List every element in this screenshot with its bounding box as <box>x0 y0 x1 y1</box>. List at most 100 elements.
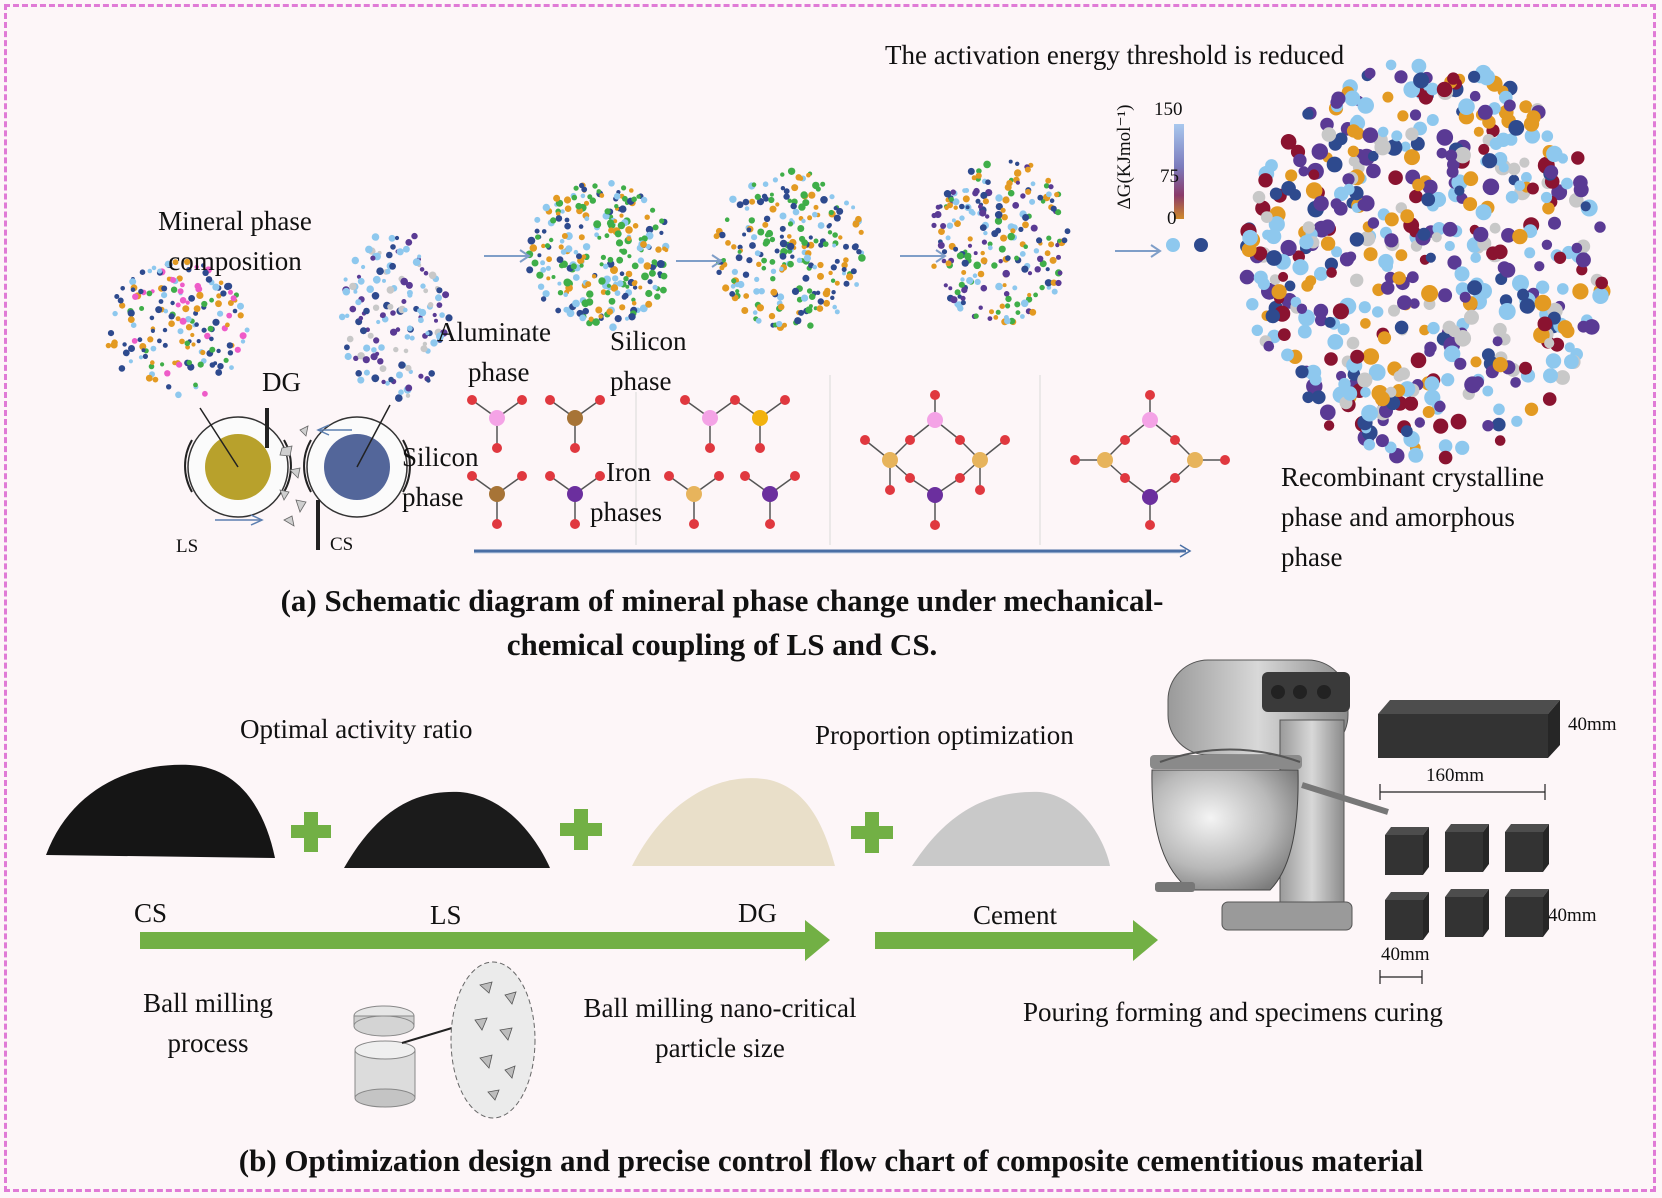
particle <box>344 352 352 361</box>
particle <box>962 195 970 203</box>
particle <box>432 312 437 318</box>
stage2-cluster <box>713 167 866 331</box>
particle <box>1320 236 1336 251</box>
particle <box>358 315 364 321</box>
particle <box>722 284 730 292</box>
particle <box>179 317 187 325</box>
particle <box>716 269 722 275</box>
particle <box>725 240 731 246</box>
particle <box>1454 147 1471 164</box>
particle <box>768 312 776 320</box>
particle <box>579 314 587 322</box>
atom-node <box>765 519 775 529</box>
ball-milling-line2: process <box>167 1028 249 1058</box>
figure-frame <box>4 4 1656 1192</box>
atom-node <box>882 452 898 468</box>
particle <box>202 269 209 276</box>
particle <box>749 242 756 249</box>
particle <box>540 296 547 302</box>
particle <box>1324 352 1338 366</box>
particle <box>579 263 584 268</box>
particle <box>777 303 785 311</box>
particle <box>1421 192 1436 207</box>
particle <box>828 209 834 216</box>
particle <box>754 250 761 257</box>
particle <box>436 332 444 341</box>
particle <box>128 359 133 364</box>
particle <box>439 312 445 318</box>
particle <box>193 310 199 316</box>
particle <box>815 290 821 295</box>
particle <box>1551 184 1568 201</box>
particle <box>405 239 413 246</box>
particle <box>1378 253 1394 270</box>
particle <box>558 244 564 250</box>
particle <box>150 360 155 365</box>
particle <box>641 235 648 242</box>
particle <box>961 287 968 294</box>
particle <box>209 362 216 368</box>
particle <box>388 376 394 383</box>
particle <box>579 182 585 189</box>
particle <box>947 202 953 209</box>
specimen-cube <box>1445 824 1489 872</box>
particle <box>776 320 783 328</box>
particle <box>556 256 564 263</box>
particle <box>427 302 434 308</box>
particle <box>1350 273 1364 287</box>
particle <box>753 288 760 295</box>
particle <box>244 327 250 333</box>
particle <box>1557 320 1573 335</box>
particle <box>812 264 817 270</box>
particle <box>779 234 785 239</box>
particle <box>1296 303 1308 314</box>
particle <box>170 300 175 306</box>
particle <box>754 193 761 200</box>
particle <box>105 342 112 349</box>
particle <box>1308 169 1320 180</box>
particle <box>1269 274 1281 285</box>
particle <box>555 307 562 314</box>
particle <box>941 258 947 264</box>
particle <box>1425 252 1436 263</box>
particle <box>1014 301 1021 308</box>
particle <box>185 344 191 350</box>
particle <box>1395 249 1408 262</box>
particle <box>652 224 659 231</box>
structure-separators <box>635 375 1041 545</box>
particle <box>1027 292 1032 298</box>
particle <box>607 256 614 263</box>
particle <box>631 297 636 302</box>
particle <box>1501 228 1516 243</box>
particle <box>731 278 737 284</box>
atom-node <box>762 486 778 502</box>
particle <box>1580 201 1591 212</box>
particle <box>751 234 758 241</box>
particle <box>606 219 615 227</box>
particle <box>1469 90 1481 102</box>
specimen-cube <box>1445 889 1489 937</box>
particle <box>1594 221 1606 233</box>
particle <box>545 265 552 271</box>
particle <box>1005 295 1012 303</box>
particle <box>371 347 377 353</box>
particle <box>398 361 406 369</box>
particle <box>194 264 199 270</box>
particle <box>995 282 1003 291</box>
particle <box>956 252 964 260</box>
particle <box>1326 156 1343 173</box>
particle <box>363 369 370 376</box>
atom-node <box>930 520 940 530</box>
dg-powder-pile <box>632 778 835 866</box>
particle <box>117 297 124 304</box>
particle <box>234 346 241 353</box>
particle <box>1510 377 1521 388</box>
particle <box>1033 248 1040 254</box>
particle <box>1454 185 1465 196</box>
particle <box>1242 229 1258 246</box>
particle <box>1575 252 1591 268</box>
particle <box>755 317 762 324</box>
atom-node <box>567 410 583 426</box>
particle <box>1281 348 1294 362</box>
particle <box>974 278 981 285</box>
